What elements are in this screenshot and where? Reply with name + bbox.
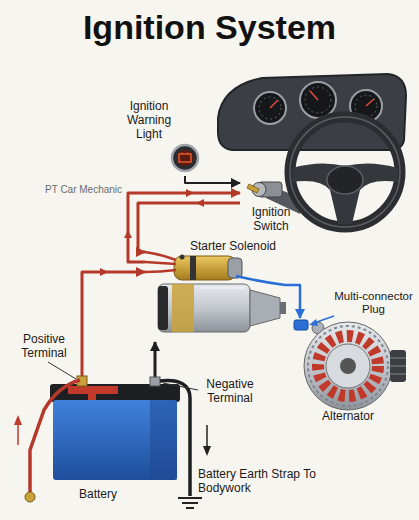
dashboard [218, 74, 406, 150]
wire-lead [145, 270, 176, 272]
alternator-symbol [304, 322, 392, 410]
component-box: Ignition Switch [240, 178, 302, 236]
wire-connector [185, 176, 240, 183]
starter-motor [200, 287, 244, 289]
dashboard [259, 97, 281, 119]
dashboard [218, 74, 406, 150]
wire-connector [285, 285, 300, 318]
component-box: Ignition Warning Light [118, 96, 200, 176]
battery-symbol [150, 377, 160, 386]
part-label: Multi-connector Plug [329, 290, 418, 316]
starter-solenoid-symbol [228, 258, 242, 278]
part-label: Alternator [306, 410, 390, 424]
wire-lead [145, 252, 176, 260]
dashboard [270, 100, 278, 108]
alternator-symbol [294, 320, 308, 330]
plug-leader [309, 316, 334, 326]
battery-cable [30, 380, 80, 492]
alternator-symbol [326, 344, 370, 388]
wire-connector [154, 342, 157, 372]
alternator-symbol [390, 366, 406, 367]
dashboard [254, 92, 286, 124]
part-label: Ignition Switch [240, 206, 302, 234]
warning-light-symbol [172, 145, 198, 171]
wire-lead [145, 262, 176, 264]
starter-solenoid-symbol [190, 256, 196, 280]
battery-symbol [50, 384, 180, 402]
warning-light-symbol [187, 153, 189, 155]
earth-strap [186, 507, 194, 509]
plug-leader [309, 319, 318, 326]
battery-symbol [68, 386, 118, 400]
warning-light-symbol [179, 154, 191, 162]
ignition-switch-symbol [247, 182, 282, 197]
warning-light-symbol [181, 153, 183, 155]
diagram-title: Ignition System [0, 8, 419, 47]
starter-solenoid-symbol [174, 256, 236, 280]
alternator-symbol [294, 320, 406, 410]
leader-line [163, 383, 198, 390]
steering-wheel [290, 117, 400, 227]
alternator-symbol [390, 374, 406, 375]
part-label: Battery [63, 488, 133, 502]
battery-symbol [50, 376, 180, 480]
wire-connector [82, 272, 145, 372]
alternator-symbol [390, 350, 406, 382]
dashboard [300, 82, 336, 118]
part-label: Ignition Warning Light [118, 100, 180, 141]
battery-cable [14, 380, 80, 502]
component-box: Battery [45, 372, 182, 507]
dashboard [305, 87, 331, 113]
earth-strap [178, 497, 202, 499]
earth-strap [203, 446, 211, 456]
starter-solenoid-symbol [174, 255, 242, 281]
alternator-symbol [318, 336, 378, 396]
starter-motor [158, 284, 286, 332]
battery-cable [17, 422, 19, 445]
earth-strap [160, 381, 190, 496]
warning-light-symbol [177, 150, 193, 166]
alternator-symbol [390, 358, 406, 359]
plug-leader [314, 316, 334, 323]
battery-symbol [150, 400, 177, 480]
steering-wheel [290, 117, 400, 227]
dashboard [310, 91, 318, 100]
steering-wheel [290, 117, 400, 227]
wire-lead [82, 252, 285, 379]
earth-strap [206, 425, 208, 448]
part-label: Battery Earth Strap To Bodywork [198, 468, 328, 496]
component-box: Starter Solenoid [145, 240, 285, 342]
starter-motor [280, 302, 286, 314]
ignition-switch-symbol [247, 184, 259, 193]
alternator-symbol [340, 358, 356, 374]
earth-strap [182, 502, 198, 504]
battery-symbol [53, 400, 177, 480]
part-label: Positive Terminal [12, 333, 76, 361]
starter-solenoid-symbol [180, 255, 185, 260]
part-label: Starter Solenoid [181, 240, 285, 254]
part-label: Negative Terminal [198, 378, 262, 406]
starter-motor [172, 284, 194, 332]
battery-cable [25, 492, 35, 502]
steering-wheel [292, 163, 398, 224]
component-box: Alternator [288, 318, 406, 426]
leader-line [48, 362, 198, 390]
starter-motor [158, 284, 250, 332]
battery-cable [14, 415, 22, 425]
steering-wheel [327, 166, 363, 194]
starter-motor [158, 286, 168, 330]
dashboard [366, 99, 374, 106]
warning-light-symbol [172, 145, 198, 171]
leader-line [48, 362, 76, 379]
alternator-symbol [308, 326, 388, 406]
wire-lead [236, 276, 285, 285]
starter-motor [250, 290, 280, 326]
watermark: PT Car Mechanic [45, 184, 135, 196]
